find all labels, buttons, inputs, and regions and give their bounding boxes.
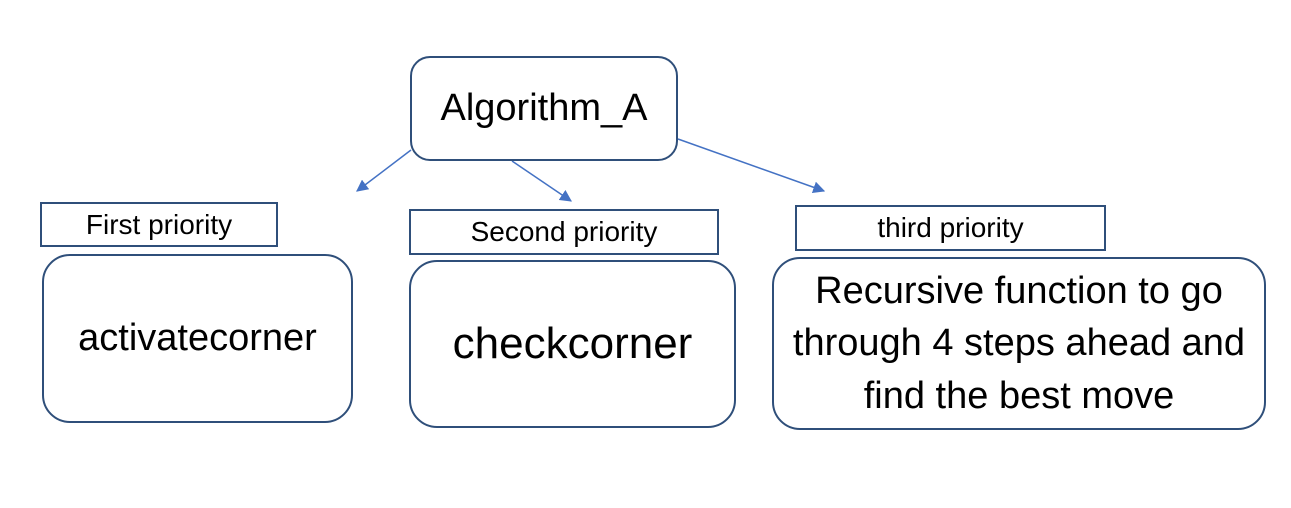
first-priority-label-box: First priority [40,202,278,247]
arrow-to-first-priority [356,149,412,192]
node-checkcorner-label: checkcorner [452,319,693,368]
arrow-to-second-priority [511,160,572,202]
first-priority-label: First priority [85,208,233,240]
second-priority-label-box: Second priority [409,209,719,255]
root-node-algorithm-a: Algorithm_A [410,56,678,161]
arrow-to-third-priority [677,138,826,194]
node-checkcorner: checkcorner [409,260,736,428]
node-recursive-function-label: Recursive function to go through 4 steps… [792,269,1246,417]
node-activatecorner: activatecorner [42,254,353,423]
node-recursive-function: Recursive function to go through 4 steps… [772,257,1266,430]
root-node-label: Algorithm_A [440,87,648,129]
second-priority-label: Second priority [470,216,658,247]
third-priority-label: third priority [877,212,1024,243]
third-priority-label-box: third priority [795,205,1106,251]
node-activatecorner-label: activatecorner [78,317,317,359]
